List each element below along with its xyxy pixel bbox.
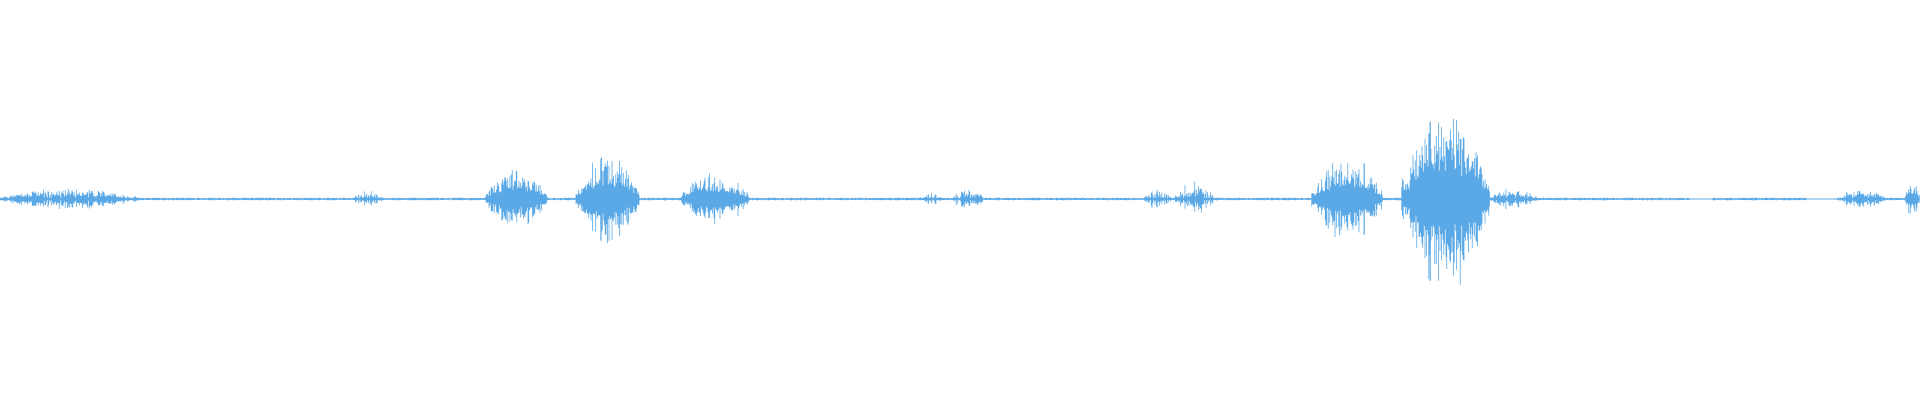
waveform-samples <box>0 118 1920 285</box>
waveform-body <box>0 118 1920 285</box>
